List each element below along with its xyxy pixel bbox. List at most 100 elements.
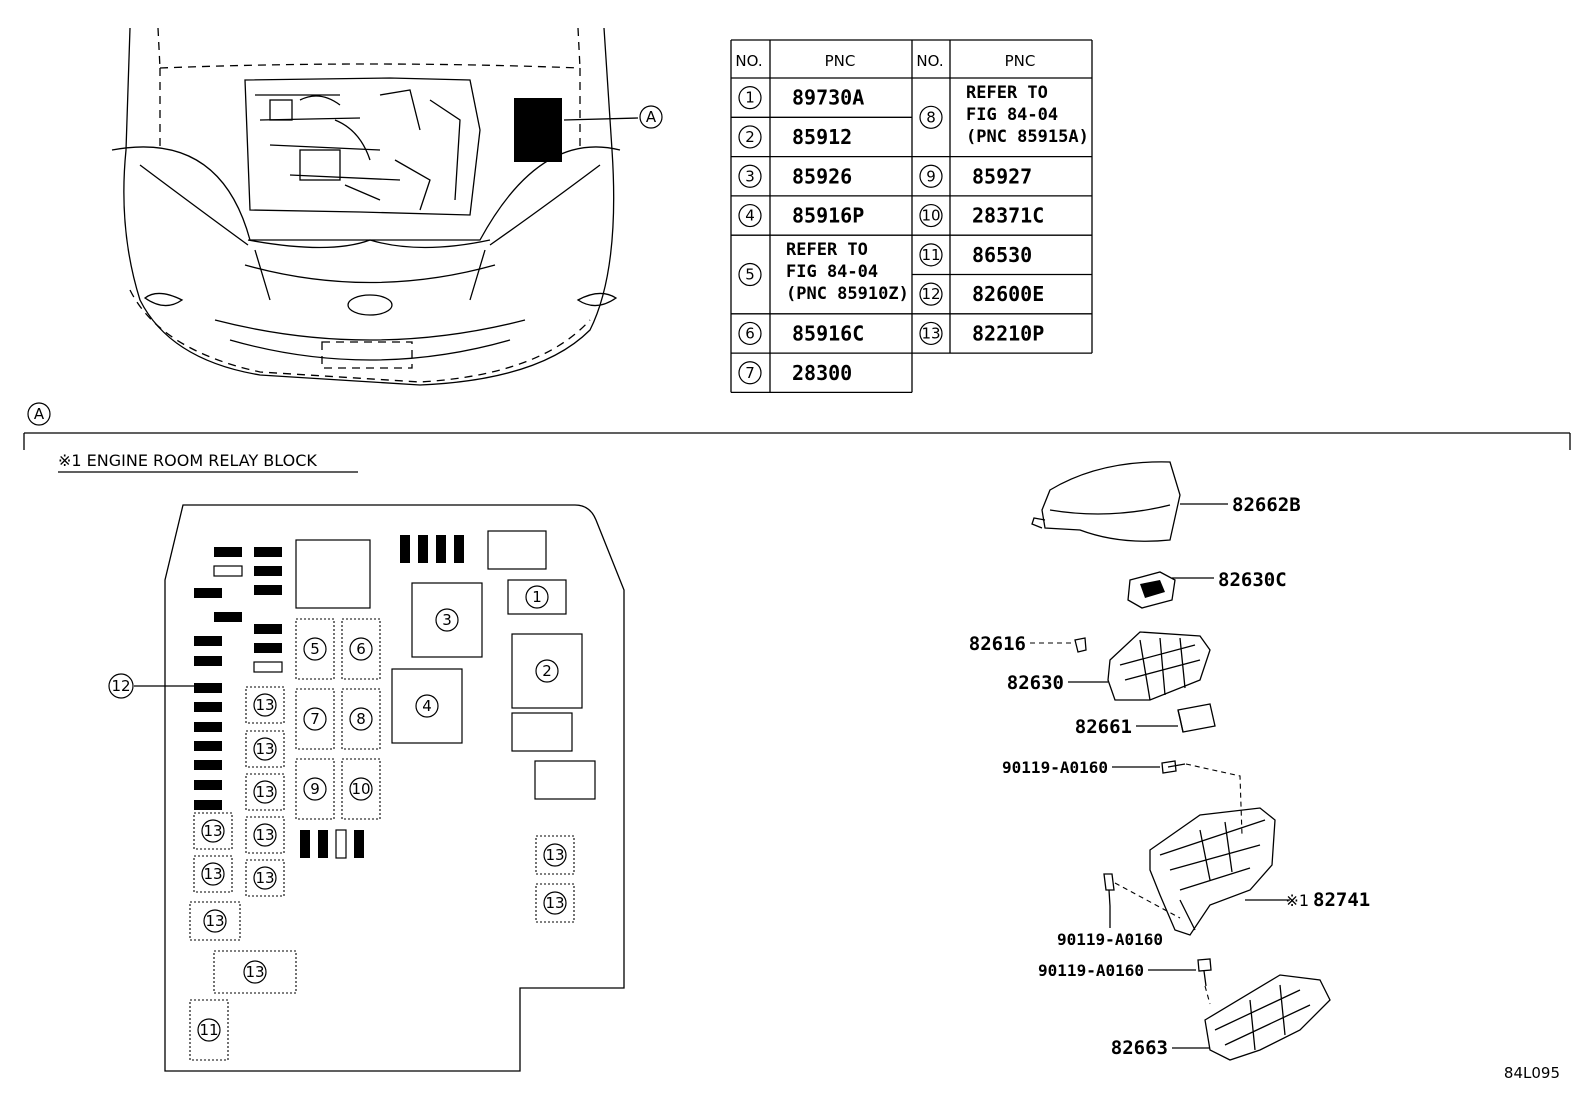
fuse-bar xyxy=(300,830,310,858)
relay-slot-13-number-label: 13 xyxy=(203,822,222,840)
fuse-bar xyxy=(194,800,222,810)
exploded-parts-view: 82662B 82630C 82616 82630 82661 90119-A0160 82… xyxy=(969,461,1370,1061)
table-left-pnc-2: 85912 xyxy=(792,125,852,149)
part-label-82616: 82616 xyxy=(969,633,1026,655)
fuse-bar xyxy=(194,683,222,693)
callout-a-label: A xyxy=(646,108,657,126)
table-left-pnc-4: 85916P xyxy=(792,204,864,228)
fuse-bar xyxy=(254,643,282,653)
relay-slot-11-number-label: 11 xyxy=(199,1021,218,1039)
fuse-bar xyxy=(400,535,410,563)
table-left-pnc-5-line: REFER TO xyxy=(786,240,868,260)
relay-slot-9-number-label: 9 xyxy=(310,780,320,798)
table-left-no-3: 3 xyxy=(738,164,762,188)
table-right-no-13-label: 13 xyxy=(921,324,940,342)
fuse-bar xyxy=(436,535,446,563)
relay-slot-13-number-label: 13 xyxy=(255,869,274,887)
relay-slot-13-number-label: 13 xyxy=(255,826,274,844)
upper-cover-shape xyxy=(1041,461,1181,542)
relay-slot-blank xyxy=(511,712,573,752)
relay-slot-3-number-label: 3 xyxy=(442,611,452,629)
fuse-bar xyxy=(194,741,222,751)
fuse-bar xyxy=(253,661,283,673)
table-left-pnc-3: 85926 xyxy=(792,164,852,188)
table-right-pnc-8-line: REFER TO xyxy=(966,83,1048,103)
relay-slot-13-number-label: 13 xyxy=(203,865,222,883)
relay-slot-13-number-label: 13 xyxy=(255,783,274,801)
relay-slot-blank xyxy=(487,530,547,570)
table-header-pnc-right: PNC xyxy=(1005,52,1036,70)
table-left-no-4: 4 xyxy=(738,203,762,228)
relay-block-title: ※1 ENGINE ROOM RELAY BLOCK xyxy=(58,451,317,470)
relay-slot-13-number: 13 xyxy=(543,891,567,915)
fuse-bar xyxy=(214,547,242,557)
part-label-90119-A0160: 90119-A0160 xyxy=(1057,930,1163,949)
relay-slot-2-number: 2 xyxy=(535,659,559,683)
table-right-no-8: 8 xyxy=(919,105,943,129)
part-label-82661: 82661 xyxy=(1075,716,1132,738)
relay-slot-6-number-label: 6 xyxy=(356,640,366,658)
table-right-no-12: 12 xyxy=(919,282,943,306)
relay-slot-8-number-label: 8 xyxy=(356,710,366,728)
relay-slot-4-number-label: 4 xyxy=(422,697,432,715)
relay-slot-10-number: 10 xyxy=(349,777,373,801)
fuse-bar xyxy=(318,830,328,858)
table-right-pnc-10: 28371C xyxy=(972,204,1044,228)
relay-clip-shape xyxy=(1127,571,1176,609)
relay-slot-13-number: 13 xyxy=(201,862,225,886)
relay-slot-13-number: 13 xyxy=(543,843,567,867)
table-header-no-left: NO. xyxy=(735,52,762,70)
relay-slot-blank xyxy=(534,760,596,800)
section-a-frame: A ※1 ENGINE ROOM RELAY BLOCK xyxy=(23,402,1571,473)
table-left-no-7-label: 7 xyxy=(745,364,755,382)
relay-slot-11-number: 11 xyxy=(197,1018,221,1042)
table-right-no-8-label: 8 xyxy=(926,108,936,126)
table-right-no-10: 10 xyxy=(919,203,943,228)
fuse-bar xyxy=(254,585,282,595)
table-right-pnc-13: 82210P xyxy=(972,321,1044,345)
relay-slot-7-number: 7 xyxy=(303,707,327,731)
relay-slot-8-number: 8 xyxy=(349,707,373,731)
fuse-bar xyxy=(194,656,222,666)
relay-block-body-shape xyxy=(1107,631,1211,701)
relay-slot-10-number-label: 10 xyxy=(351,780,370,798)
relay-slot-13-number: 13 xyxy=(253,737,277,761)
relay-slot-13-number: 13 xyxy=(201,819,225,843)
part-label-82662B: 82662B xyxy=(1232,494,1301,516)
table-right-pnc-9: 85927 xyxy=(972,164,1032,188)
part-label-82663: 82663 xyxy=(1111,1037,1168,1059)
table-left-pnc-5-line: FIG 84-04 xyxy=(786,262,878,282)
relay-slot-1-number-label: 1 xyxy=(532,588,542,606)
figure-code: 84L095 xyxy=(1504,1064,1560,1082)
relay-slot-13-number-label: 13 xyxy=(255,696,274,714)
part-label-82741: 82741 xyxy=(1313,889,1370,911)
fuse-bar xyxy=(354,830,364,858)
table-left-no-1-label: 1 xyxy=(745,89,755,107)
relay-slot-blank xyxy=(295,539,371,609)
table-right-no-10-label: 10 xyxy=(921,207,940,225)
relay-slot-13-number: 13 xyxy=(203,909,227,933)
fuse-bar xyxy=(194,760,222,770)
fuse-bar xyxy=(214,612,242,622)
table-right-pnc-11: 86530 xyxy=(972,243,1032,267)
fuse-bar xyxy=(335,829,347,859)
part-label-82630: 82630 xyxy=(1007,672,1064,694)
table-header-no-right: NO. xyxy=(916,52,943,70)
table-right-pnc-8-line: (PNC 85915A) xyxy=(966,127,1089,147)
fuse-bar xyxy=(194,636,222,646)
table-right-no-9: 9 xyxy=(919,164,943,188)
table-right-no-12-label: 12 xyxy=(921,285,940,303)
fuse-bar xyxy=(254,624,282,634)
relay-slot-9-number: 9 xyxy=(303,777,327,801)
section-a-marker: A xyxy=(34,405,45,423)
table-left-no-4-label: 4 xyxy=(745,207,755,225)
relay-slot-3-number: 3 xyxy=(435,608,459,632)
relay-slot-6-number: 6 xyxy=(349,637,373,661)
relay-slot-13-number: 13 xyxy=(253,693,277,717)
part-label-82630C: 82630C xyxy=(1218,569,1287,591)
relay-slot-13-number-label: 13 xyxy=(205,912,224,930)
fuse-bar xyxy=(454,535,464,563)
relay-slot-2-number-label: 2 xyxy=(542,662,552,680)
table-right-pnc-8-line: FIG 84-04 xyxy=(966,105,1058,125)
